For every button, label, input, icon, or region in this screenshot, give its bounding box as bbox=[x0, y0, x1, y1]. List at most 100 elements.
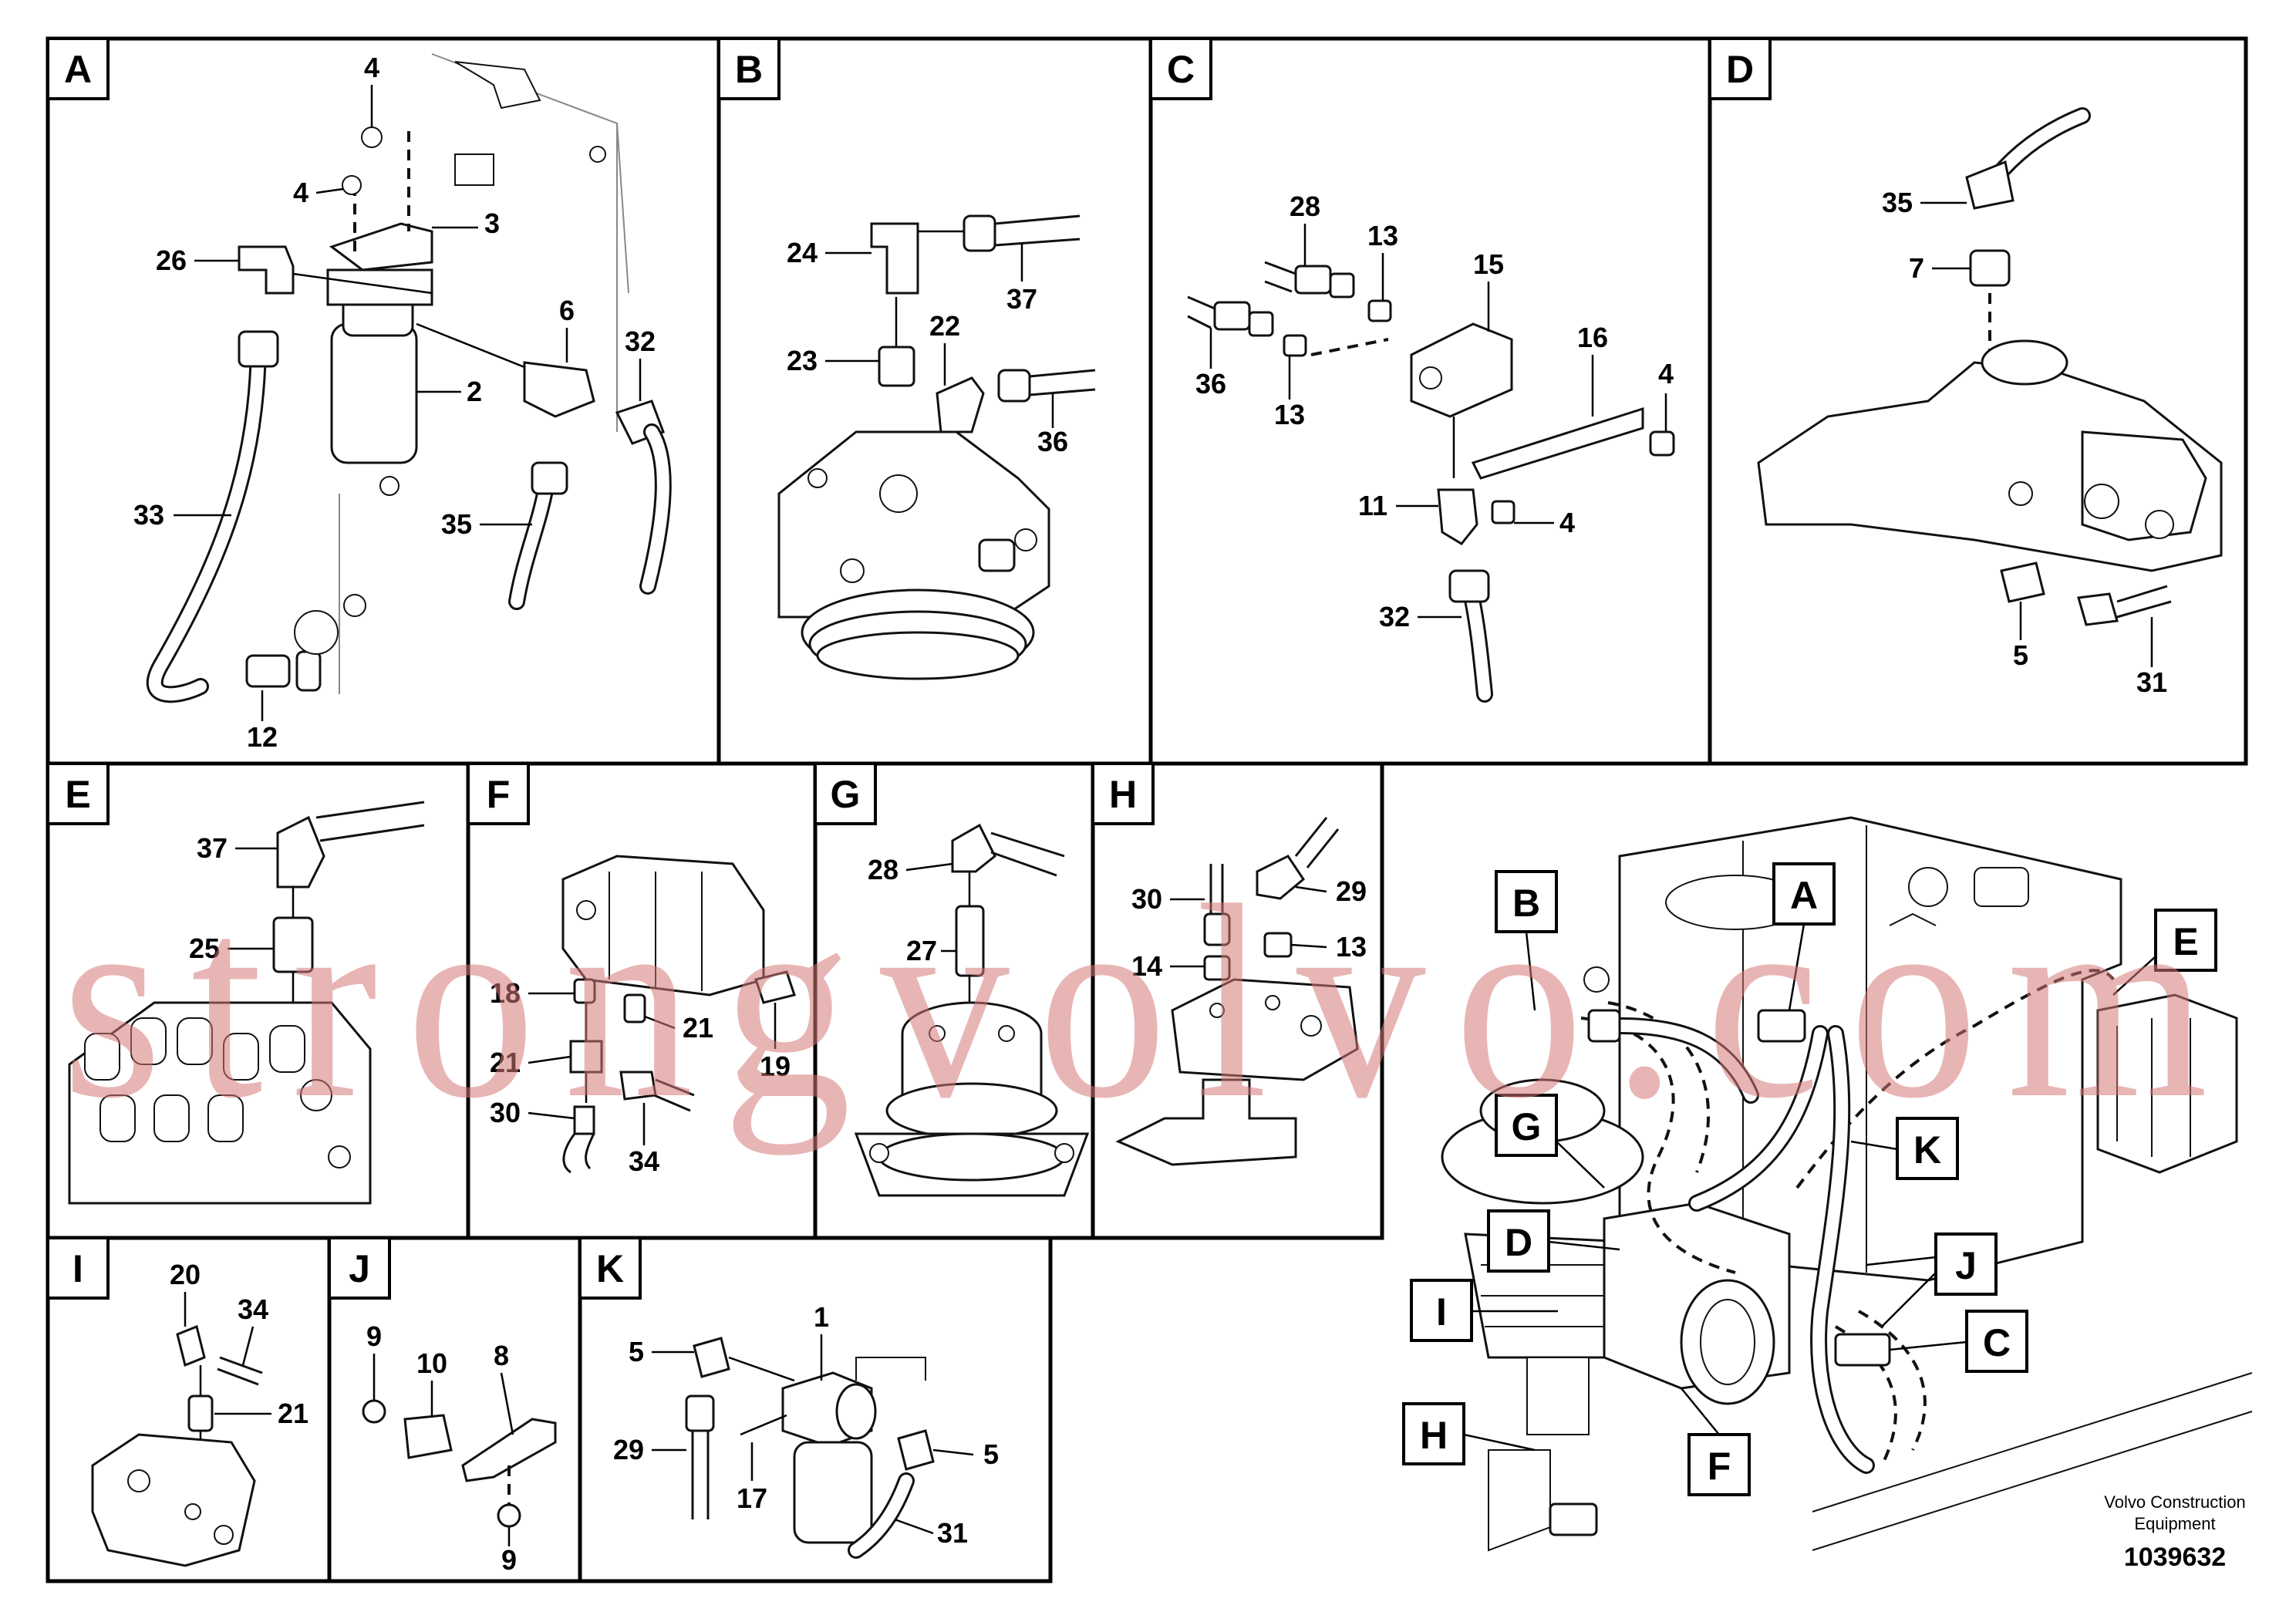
callout-c-11: 11 bbox=[1358, 490, 1387, 521]
svg-text:D: D bbox=[1505, 1221, 1532, 1264]
overview-machine bbox=[1441, 816, 2253, 1552]
callout-c-4-right: 4 bbox=[1658, 358, 1674, 389]
callout-k-29: 29 bbox=[613, 1434, 644, 1465]
svg-text:C: C bbox=[1983, 1321, 2011, 1364]
callout-b-36: 36 bbox=[1037, 426, 1068, 457]
svg-text:J: J bbox=[349, 1247, 370, 1290]
callout-k-1: 1 bbox=[814, 1301, 829, 1333]
callout-f-34: 34 bbox=[629, 1145, 659, 1177]
svg-text:K: K bbox=[1913, 1128, 1941, 1172]
panel-h-callouts: 30 29 14 13 bbox=[1131, 875, 1367, 982]
callout-a-4: 4 bbox=[293, 177, 308, 208]
svg-text:H: H bbox=[1420, 1414, 1448, 1457]
filter-canister bbox=[330, 322, 418, 464]
panel-b-drawing bbox=[777, 214, 1096, 680]
panel-tag-j: J bbox=[328, 1236, 391, 1300]
callout-i-34: 34 bbox=[238, 1293, 268, 1325]
overview-tag-d: D bbox=[1487, 1209, 1620, 1273]
svg-text:J: J bbox=[1955, 1244, 1977, 1287]
svg-text:F: F bbox=[487, 773, 511, 816]
panel-g-drawing bbox=[854, 823, 1090, 1197]
panel-d-callouts: 35 7 5 31 bbox=[1882, 187, 2167, 698]
callout-k-5-right: 5 bbox=[983, 1438, 999, 1470]
watermark: strongvolvo.com bbox=[62, 848, 2237, 1156]
overview-tag-e: E bbox=[2112, 909, 2217, 996]
callout-a-2: 2 bbox=[467, 376, 482, 407]
overview-tag-i: I bbox=[1410, 1279, 1558, 1342]
callout-c-28: 28 bbox=[1290, 191, 1320, 222]
callout-a-3: 3 bbox=[484, 207, 500, 239]
callout-c-36: 36 bbox=[1195, 368, 1226, 400]
callout-d-35: 35 bbox=[1882, 187, 1913, 218]
callout-f-21: 21 bbox=[683, 1012, 713, 1044]
panel-k-callouts: 1 5 29 17 5 31 bbox=[613, 1301, 999, 1549]
svg-text:E: E bbox=[65, 773, 90, 816]
callout-h-30: 30 bbox=[1131, 883, 1162, 915]
panel-f-callouts: 18 21 19 21 30 34 bbox=[490, 977, 791, 1177]
overview-tag-j: J bbox=[1866, 1233, 1998, 1327]
callout-j-10: 10 bbox=[416, 1347, 447, 1379]
callout-e-25: 25 bbox=[189, 932, 220, 964]
panel-a-callouts: 4 4 3 26 6 32 2 33 35 12 bbox=[133, 52, 656, 753]
callout-i-20: 20 bbox=[170, 1259, 201, 1290]
callout-c-32: 32 bbox=[1379, 601, 1410, 632]
callout-c-15: 15 bbox=[1473, 248, 1504, 280]
svg-text:I: I bbox=[1436, 1290, 1447, 1334]
overview-tag-k: K bbox=[1850, 1117, 1959, 1180]
panel-c-callouts: 28 13 15 16 36 13 4 11 4 32 bbox=[1195, 191, 1674, 632]
drawing-number: 1039632 bbox=[2124, 1543, 2226, 1572]
panel-tag-h: H bbox=[1091, 762, 1155, 825]
panel-e-drawing bbox=[68, 801, 425, 1205]
panel-tags: A B C D E F G H I J K bbox=[46, 37, 1772, 1300]
overview-tag-f: F bbox=[1681, 1388, 1751, 1496]
panel-tag-g: G bbox=[814, 762, 877, 825]
brand-line-1: Volvo Construction bbox=[2104, 1492, 2245, 1512]
panel-k-drawing bbox=[685, 1337, 935, 1559]
svg-text:C: C bbox=[1167, 48, 1195, 91]
overview-tags: B A E G K D J I C H F bbox=[1402, 862, 2217, 1496]
svg-text:A: A bbox=[1790, 874, 1818, 917]
callout-d-31: 31 bbox=[2136, 666, 2167, 698]
panel-tag-e: E bbox=[46, 762, 110, 825]
svg-text:E: E bbox=[2173, 920, 2198, 963]
callout-e-37: 37 bbox=[197, 832, 228, 864]
callout-a-35: 35 bbox=[441, 508, 472, 540]
panel-tag-k: K bbox=[578, 1236, 642, 1300]
callout-c-4: 4 bbox=[1559, 507, 1575, 538]
svg-text:B: B bbox=[1512, 882, 1540, 925]
panel-d-drawing bbox=[1757, 107, 2223, 626]
callout-j-9-bottom: 9 bbox=[501, 1544, 517, 1576]
callout-h-29: 29 bbox=[1336, 875, 1367, 907]
callout-b-37: 37 bbox=[1006, 283, 1037, 315]
svg-text:A: A bbox=[64, 48, 92, 91]
callout-a-6: 6 bbox=[559, 295, 575, 326]
callout-g-28: 28 bbox=[868, 854, 899, 885]
panel-i-callouts: 20 34 21 bbox=[170, 1259, 308, 1429]
panel-f-drawing bbox=[561, 855, 796, 1174]
panel-tag-a: A bbox=[46, 37, 110, 100]
panel-a-drawing bbox=[146, 53, 672, 703]
panel-c-drawing bbox=[1187, 261, 1675, 703]
callout-h-13: 13 bbox=[1336, 931, 1367, 963]
svg-text:K: K bbox=[596, 1247, 624, 1290]
callout-h-14: 14 bbox=[1131, 950, 1162, 982]
svg-text:F: F bbox=[1708, 1445, 1731, 1488]
callout-j-9-top: 9 bbox=[366, 1320, 382, 1352]
callout-a-12: 12 bbox=[247, 721, 278, 753]
overview-tag-h: H bbox=[1402, 1402, 1536, 1465]
overview-tag-c: C bbox=[1889, 1310, 2028, 1373]
overview-tag-b: B bbox=[1495, 870, 1558, 1011]
callout-c-13: 13 bbox=[1274, 399, 1305, 430]
callout-b-23: 23 bbox=[787, 345, 818, 376]
panel-e-callouts: 37 25 bbox=[189, 832, 278, 964]
svg-text:G: G bbox=[1512, 1105, 1542, 1148]
svg-text:I: I bbox=[72, 1247, 83, 1290]
overview-tag-g: G bbox=[1495, 1094, 1605, 1189]
callout-g-27: 27 bbox=[906, 935, 937, 966]
callout-f-19: 21 bbox=[490, 1047, 521, 1078]
callout-k-17: 17 bbox=[737, 1482, 767, 1514]
callout-i-21: 21 bbox=[278, 1398, 308, 1429]
callout-k-31: 31 bbox=[937, 1517, 968, 1549]
callout-d-5: 5 bbox=[2013, 639, 2028, 671]
